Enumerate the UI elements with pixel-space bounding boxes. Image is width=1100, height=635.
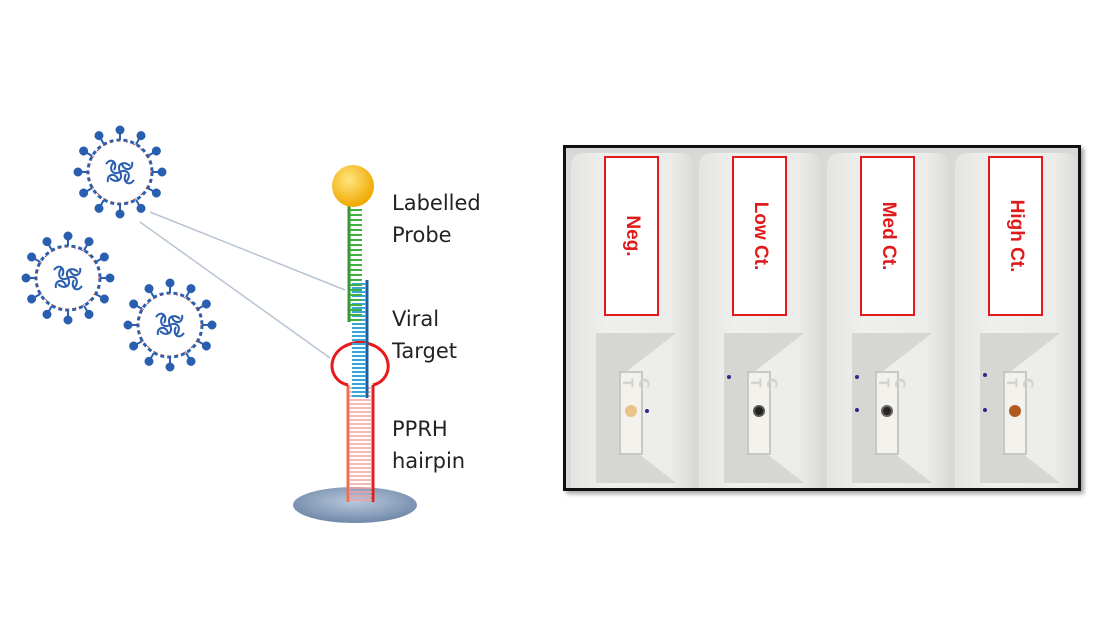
surface-icon [293,487,417,523]
viral-target-strand [352,280,369,398]
label-line: PPRH [392,417,448,441]
result-window [1003,371,1027,455]
test-cassette-low: Low Ct. C T [699,153,821,488]
strip-label: Neg. [604,156,659,316]
strip-label: High Ct. [988,156,1043,316]
result-spot [881,405,893,417]
result-window [875,371,899,455]
result-spot [1009,405,1021,417]
label-labelled-probe: Labelled Probe [392,187,481,251]
virus-icon [75,127,166,218]
marker-dot [645,409,649,413]
strip-label: Med Ct. [860,156,915,316]
virus-icon [23,233,114,324]
label-pprh-hairpin: PPRH hairpin [392,413,465,477]
label-line: Labelled [392,191,481,215]
label-viral-target: Viral Target [392,303,457,367]
label-line: Viral [392,307,440,331]
pointer-line [149,211,346,291]
label-line: Target [392,339,457,363]
strip-label-text: Low Ct. [749,201,771,271]
result-spot [753,405,765,417]
strip-label-text: Neg. [621,215,643,257]
result-spot [625,405,637,417]
label-line: hairpin [392,449,466,473]
marker-dot [983,373,987,377]
virus-icon [125,280,216,371]
test-strips-photo: Neg. C T Low Ct. C T Med Ct. C T High Ct… [563,145,1081,491]
test-cassette-neg: Neg. C T [571,153,693,488]
strip-label-text: Med Ct. [877,201,899,271]
label-line: Probe [392,223,452,247]
strip-label: Low Ct. [732,156,787,316]
test-cassette-high: High Ct. C T [955,153,1077,488]
result-window [619,371,643,455]
marker-dot [983,408,987,412]
result-window [747,371,771,455]
ct-marks: C T [1003,378,1035,397]
ct-marks: C T [747,378,779,397]
marker-dot [855,408,859,412]
gold-nanoparticle-icon [332,165,374,207]
pointer-line [139,221,331,359]
marker-dot [855,375,859,379]
test-cassette-med: Med Ct. C T [827,153,949,488]
ct-marks: C T [619,378,651,397]
marker-dot [727,375,731,379]
ct-marks: C T [875,378,907,397]
strip-label-text: High Ct. [1005,199,1027,273]
labelled-probe-strand [347,205,362,322]
pprh-hairpin [330,340,390,502]
